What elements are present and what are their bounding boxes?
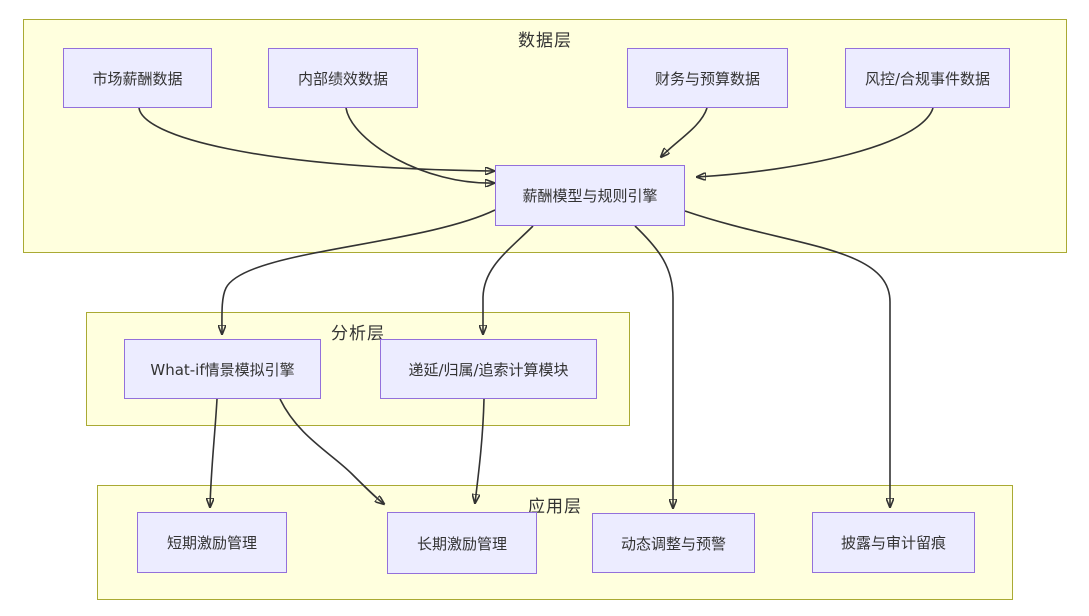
edge-whatif-to-longterm [279, 398, 384, 504]
edge-engine-to-deferral [483, 225, 534, 334]
edge-whatif-to-shortterm [210, 398, 218, 507]
cluster-analysis-layer-label: 分析层 [331, 324, 385, 344]
node-dynamic-adjustment-alert: 动态调整与预警 [592, 513, 755, 573]
node-dynamic-adjustment-alert-label: 动态调整与预警 [620, 534, 726, 553]
node-whatif-scenario-simulation-engine: What-if情景模拟引擎 [124, 339, 321, 399]
node-long-term-incentive-management: 长期激励管理 [387, 512, 537, 574]
node-finance-budget-data: 财务与预算数据 [627, 48, 788, 108]
node-market-salary-data-label: 市场薪酬数据 [92, 69, 183, 88]
edge-performance-to-engine [345, 107, 494, 183]
edge-finance-to-engine [661, 107, 708, 157]
edge-engine-to-dynamic [634, 225, 673, 508]
node-internal-performance-data: 内部绩效数据 [268, 48, 418, 108]
node-deferral-vesting-clawback-module-label: 递延/归属/追索计算模块 [408, 360, 569, 379]
node-compensation-model-rule-engine: 薪酬模型与规则引擎 [495, 165, 685, 226]
node-market-salary-data: 市场薪酬数据 [63, 48, 212, 108]
node-compensation-model-rule-engine-label: 薪酬模型与规则引擎 [522, 187, 658, 205]
cluster-data-layer-label: 数据层 [518, 31, 572, 51]
node-deferral-vesting-clawback-module: 递延/归属/追索计算模块 [380, 339, 597, 399]
edge-deferral-to-longterm [475, 398, 485, 503]
edge-risk-to-engine [697, 107, 934, 177]
node-short-term-incentive-management: 短期激励管理 [137, 512, 287, 573]
edge-market-to-engine [138, 107, 494, 171]
node-risk-compliance-event-data-label: 风控/合规事件数据 [864, 69, 991, 88]
node-short-term-incentive-management-label: 短期激励管理 [166, 534, 257, 552]
node-disclosure-audit-trail: 披露与审计留痕 [812, 512, 975, 573]
edge-engine-to-disclosure [684, 210, 890, 507]
node-risk-compliance-event-data: 风控/合规事件数据 [845, 48, 1010, 108]
node-finance-budget-data-label: 财务与预算数据 [654, 69, 760, 88]
cluster-application-layer-label: 应用层 [528, 497, 582, 517]
node-internal-performance-data-label: 内部绩效数据 [297, 69, 388, 88]
node-whatif-scenario-simulation-engine-label: What-if情景模拟引擎 [150, 360, 295, 379]
node-long-term-incentive-management-label: 长期激励管理 [416, 534, 507, 553]
node-disclosure-audit-trail-label: 披露与审计留痕 [840, 534, 946, 552]
edge-engine-to-whatif [222, 209, 496, 334]
